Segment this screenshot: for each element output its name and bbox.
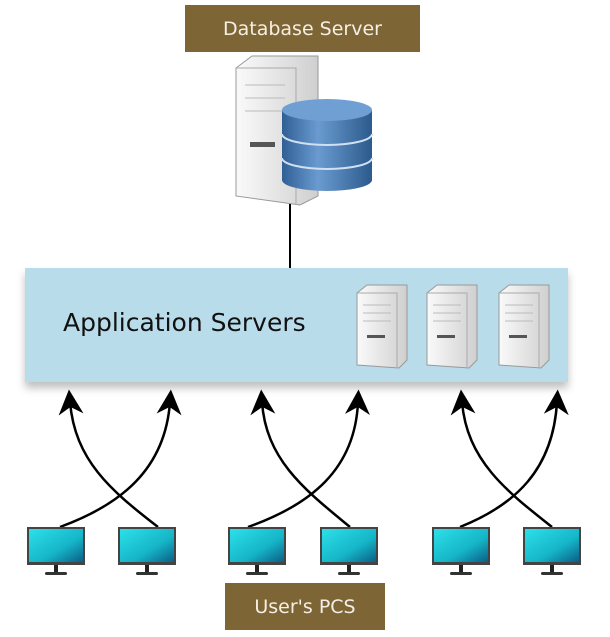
request-arrow	[247, 389, 370, 529]
monitor-icon	[320, 527, 378, 575]
user-pcs-label-text: User's PCS	[254, 595, 356, 618]
monitor-icon	[523, 527, 581, 575]
monitor-icon	[118, 527, 176, 575]
request-arrow	[58, 389, 159, 528]
request-arrow	[459, 389, 569, 529]
database-server-label-text: Database Server	[222, 17, 382, 40]
request-arrow	[59, 389, 182, 529]
database-server-label: Database Server	[185, 5, 420, 52]
user-pcs-label: User's PCS	[225, 583, 385, 630]
monitor-icon	[27, 527, 85, 575]
app-server-icon	[498, 284, 550, 369]
app-server-icon	[426, 284, 478, 369]
app-server-icon	[356, 284, 408, 369]
monitor-icon	[432, 527, 490, 575]
database-server-icon	[235, 55, 373, 206]
request-arrow	[250, 389, 351, 528]
application-servers-box: Application Servers	[25, 268, 568, 382]
application-servers-label: Application Servers	[63, 308, 306, 337]
monitor-icon	[228, 527, 286, 575]
database-icon	[281, 99, 373, 191]
request-arrow	[450, 389, 553, 528]
